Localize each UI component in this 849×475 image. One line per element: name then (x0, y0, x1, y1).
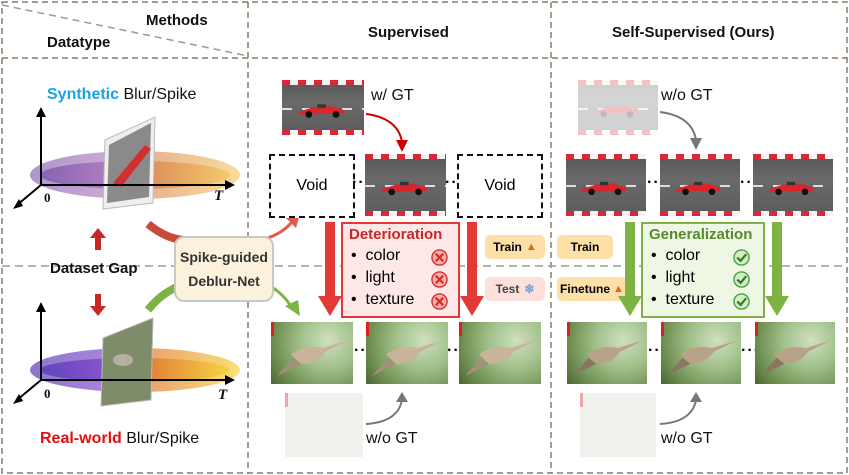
generalization-item-light: • light (651, 269, 695, 286)
finetune-pill: Finetune▲ (557, 277, 627, 301)
realworld-rest: Blur/Spike (121, 430, 200, 447)
synthetic-axis-t: T (214, 188, 224, 204)
cross-icon (431, 271, 448, 288)
gt-car-image (282, 80, 364, 135)
train-pill-supervised-text: Train (493, 240, 522, 254)
generalization-item-texture-text: texture (665, 291, 715, 308)
deterioration-box: Deterioration • color • light • texture (341, 222, 460, 318)
synthetic-axis-origin: 0 (44, 190, 51, 205)
synthetic-blur-car-image (365, 154, 446, 216)
generalization-item-light-text: light (665, 269, 695, 286)
deterioration-item-color: • color (351, 247, 401, 264)
realworld-axis-origin: 0 (44, 386, 51, 401)
self-bird-output-3 (755, 322, 835, 384)
realworld-label: Real-world Blur/Spike (40, 430, 199, 448)
check-icon (733, 271, 750, 288)
self-car-image-1 (566, 154, 646, 216)
supervised-bird-output-2 (366, 322, 448, 384)
spike-guided-deblur-net-box: Spike-guided Deblur-Net (174, 236, 274, 302)
generalization-item-color: • color (651, 247, 701, 264)
cross-icon (431, 293, 448, 310)
self-supervised-header: Self-Supervised (Ours) (612, 24, 775, 41)
wo-gt-label-self-bottom: w/o GT (661, 430, 713, 447)
synthetic-rest: Blur/Spike (119, 86, 197, 103)
self-car-image-2 (660, 154, 740, 216)
red-down-arrow-left (318, 222, 342, 316)
generalization-title: Generalization (649, 226, 753, 243)
snowflake-icon: ❄ (524, 282, 535, 296)
green-down-arrow-left (618, 222, 642, 316)
deterioration-item-color-text: color (365, 247, 401, 264)
synthetic-word: Synthetic (47, 86, 120, 103)
methods-header: Methods (146, 12, 208, 29)
with-gt-label: w/ GT (371, 87, 414, 104)
arrow-down-icon (90, 294, 106, 316)
deterioration-item-texture: • texture (351, 291, 415, 308)
void-box-left: Void (269, 154, 355, 218)
flame-icon: ▲ (613, 283, 624, 295)
wo-gt-arrow-supervised (365, 392, 408, 425)
generalization-item-color-text: color (665, 247, 701, 264)
train-pill-self-text: Train (570, 240, 600, 254)
test-pill-text: Test (495, 282, 520, 296)
deterioration-item-light: • light (351, 269, 395, 286)
generalization-item-texture: • texture (651, 291, 715, 308)
supervised-header: Supervised (368, 24, 449, 41)
supervised-faded-bird-input (285, 393, 363, 457)
synthetic-label: Synthetic Blur/Spike (47, 86, 196, 104)
wo-gt-arrow-self-top (659, 111, 702, 150)
deterioration-item-texture-text: texture (365, 291, 415, 308)
self-faded-bird-input (580, 393, 656, 457)
supervised-bird-output-1 (271, 322, 353, 384)
arrow-up-icon (90, 228, 106, 250)
self-bird-output-1 (567, 322, 647, 384)
deterioration-title: Deterioration (349, 226, 443, 243)
realworld-spike-plot (13, 302, 240, 407)
cross-icon (431, 249, 448, 266)
train-pill-self: Train (557, 235, 613, 259)
deterioration-item-light-text: light (365, 269, 395, 286)
red-down-arrow-right (460, 222, 484, 316)
supervised-bird-output-3 (459, 322, 541, 384)
check-icon (733, 249, 750, 266)
net-line2: Deblur-Net (188, 273, 260, 289)
realworld-axis-t: T (218, 387, 228, 403)
net-line1: Spike-guided (180, 249, 268, 265)
wo-gt-arrow-self-bottom (659, 392, 702, 425)
datatype-header: Datatype (47, 34, 111, 51)
self-car-image-3 (753, 154, 833, 216)
test-pill: Test ❄ (485, 277, 545, 301)
gt-arrow (365, 113, 408, 152)
wo-gt-label-self-top: w/o GT (661, 87, 713, 104)
synthetic-spike-plot (13, 107, 240, 210)
check-icon (733, 293, 750, 310)
void-box-right: Void (457, 154, 543, 218)
faded-car-image (578, 80, 658, 135)
finetune-pill-text: Finetune (560, 282, 611, 296)
dataset-gap-label: Dataset Gap (50, 260, 138, 277)
realworld-word: Real-world (40, 430, 122, 447)
green-down-arrow-right (765, 222, 789, 316)
self-bird-output-2 (661, 322, 741, 384)
train-pill-supervised: Train▲ (485, 235, 545, 259)
generalization-box: Generalization • color • light • texture (641, 222, 765, 318)
wo-gt-label-supervised: w/o GT (366, 430, 418, 447)
flame-icon: ▲ (525, 241, 537, 253)
ellipsis-self-bottom-2: ··· (741, 342, 760, 359)
